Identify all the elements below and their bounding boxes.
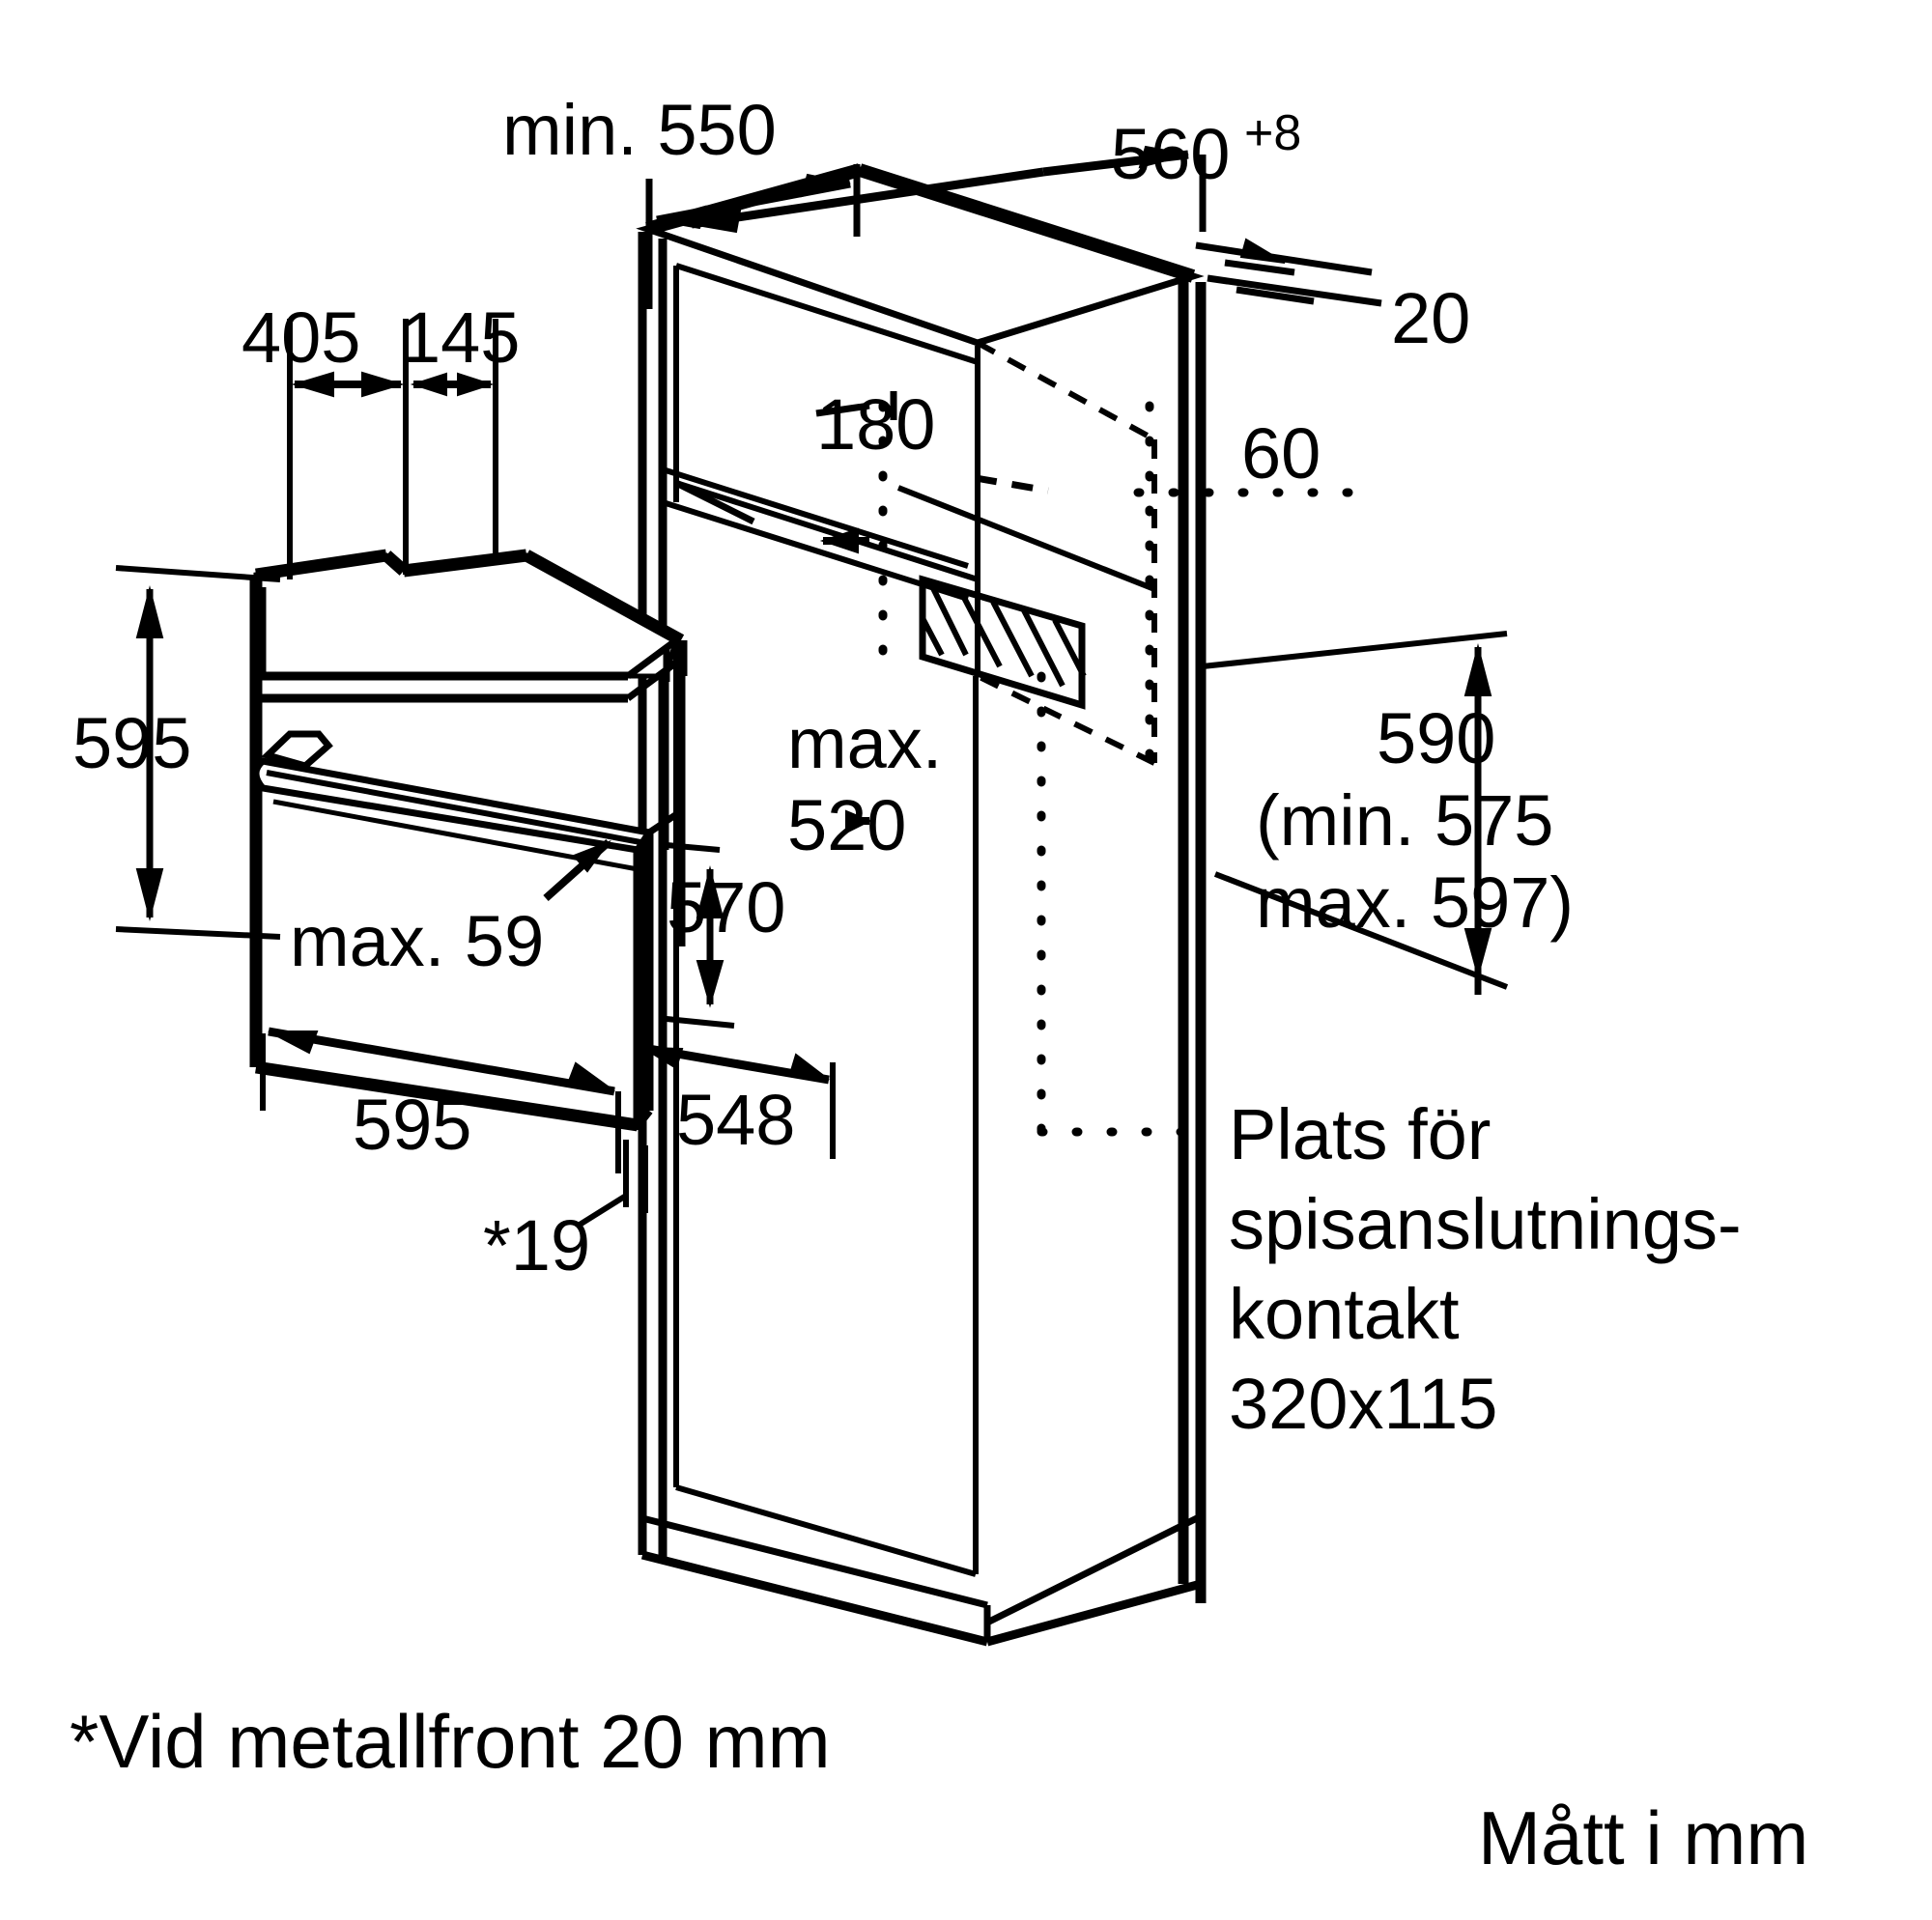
label-595-width: 595 xyxy=(353,1085,471,1165)
socket-label-line1: Plats för xyxy=(1229,1094,1491,1174)
label-405: 405 xyxy=(242,297,360,378)
dim-570 xyxy=(666,842,735,1029)
rear-cutout-dashed xyxy=(896,340,1157,766)
label-60: 60 xyxy=(1241,413,1321,494)
dim-405-145 xyxy=(287,319,498,579)
dim-548 xyxy=(635,1024,836,1159)
label-max: max. xyxy=(787,703,942,783)
label-548: 548 xyxy=(676,1080,795,1160)
dim-max59-arrow xyxy=(543,839,611,901)
label-520: 520 xyxy=(787,785,906,865)
socket-label-line2: spisanslutnings- xyxy=(1229,1184,1742,1264)
socket-label-line3: kontakt xyxy=(1229,1274,1460,1354)
dim-max520 xyxy=(819,527,872,834)
label-560: 560 xyxy=(1111,114,1230,194)
dim-595-width xyxy=(260,1027,621,1173)
label-560-group: 560 +8 xyxy=(1111,105,1301,194)
dim-590 xyxy=(1202,631,1509,990)
label-20: 20 xyxy=(1391,278,1470,358)
units-note: Mått i mm xyxy=(1478,1795,1808,1880)
label-180: 180 xyxy=(816,384,935,465)
oven-appliance xyxy=(249,549,688,1132)
label-590-max: max. 597) xyxy=(1256,862,1574,943)
dim-20 xyxy=(1195,238,1382,307)
label-19: *19 xyxy=(483,1205,590,1285)
dim-min550 xyxy=(645,164,861,309)
dimension-lines xyxy=(115,145,1509,1228)
label-570: 570 xyxy=(667,867,785,947)
label-max-59: max. 59 xyxy=(290,901,544,981)
socket-label-line4: 320x115 xyxy=(1229,1364,1497,1444)
dim-595-height xyxy=(115,565,281,940)
footnote-metal-front: *Vid metallfront 20 mm xyxy=(70,1699,831,1784)
socket-recess-hatched xyxy=(919,575,1087,710)
dim-19 xyxy=(578,1140,648,1228)
dim-180 xyxy=(674,391,1049,525)
socket-route-dotted xyxy=(878,401,1357,1137)
label-595-height: 595 xyxy=(72,703,191,783)
label-min-550: min. 550 xyxy=(502,90,777,170)
label-590-min: (min. 575 xyxy=(1256,780,1553,861)
cabinet-carcass xyxy=(636,163,1207,1647)
dim-560 xyxy=(691,145,1207,234)
label-590: 590 xyxy=(1377,698,1495,778)
label-145: 145 xyxy=(401,297,520,378)
label-560-tolerance: +8 xyxy=(1244,105,1301,161)
